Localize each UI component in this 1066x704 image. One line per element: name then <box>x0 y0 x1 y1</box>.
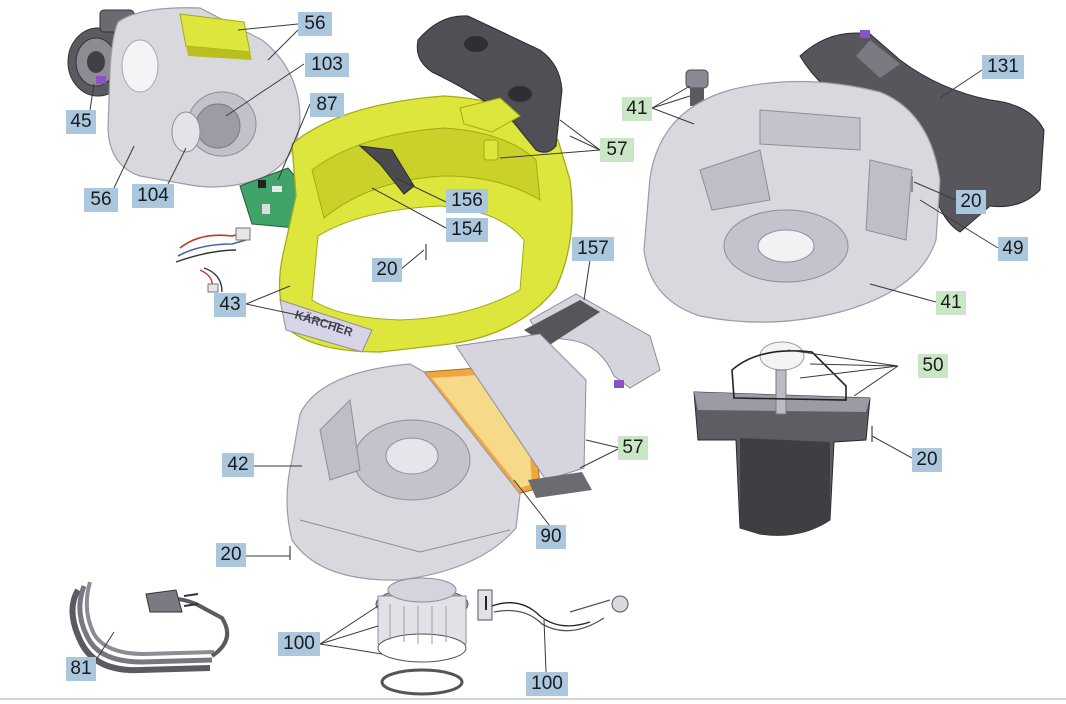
label-156[interactable]: 156 <box>446 189 488 213</box>
label-157[interactable]: 157 <box>572 237 614 261</box>
part-42-housing-drawing <box>286 363 521 581</box>
label-50[interactable]: 50 <box>918 354 948 378</box>
label-42[interactable]: 42 <box>222 453 254 477</box>
part-90-filter-drawing <box>423 333 592 498</box>
bottom-divider <box>0 698 1066 700</box>
leader-lines <box>89 23 999 673</box>
label-104[interactable]: 104 <box>132 184 174 208</box>
wire-harness-left-drawing <box>175 227 251 293</box>
label-100-motor[interactable]: 100 <box>278 632 320 656</box>
part-157-frame-drawing <box>524 293 661 389</box>
label-56-bottom[interactable]: 56 <box>84 188 118 212</box>
part-56-cover-drawing <box>107 7 301 188</box>
label-20-right-bottom[interactable]: 20 <box>912 448 942 472</box>
label-90[interactable]: 90 <box>536 525 566 549</box>
part-81-cord-drawing <box>69 581 230 674</box>
label-154[interactable]: 154 <box>446 218 488 242</box>
label-43[interactable]: 43 <box>214 293 246 317</box>
label-20-middle[interactable]: 20 <box>372 258 402 282</box>
label-57-bottom[interactable]: 57 <box>618 436 648 460</box>
label-56-top[interactable]: 56 <box>298 12 332 36</box>
label-57-top[interactable]: 57 <box>600 138 634 162</box>
part-41-base-drawing <box>643 80 941 323</box>
part-57-handle-drawing <box>416 15 563 161</box>
label-20-bottom-left[interactable]: 20 <box>216 543 246 567</box>
label-103[interactable]: 103 <box>305 53 349 77</box>
label-131[interactable]: 131 <box>982 55 1024 79</box>
label-49[interactable]: 49 <box>998 237 1028 261</box>
screw-parts-drawing <box>289 176 913 560</box>
label-87[interactable]: 87 <box>310 93 344 117</box>
label-81[interactable]: 81 <box>66 657 96 681</box>
part-100-wiring-drawing <box>477 589 629 632</box>
label-100-wiring[interactable]: 100 <box>526 672 568 696</box>
label-41-top[interactable]: 41 <box>622 97 652 121</box>
label-45[interactable]: 45 <box>66 110 96 134</box>
part-50-container-drawing <box>693 341 871 536</box>
label-41-base[interactable]: 41 <box>936 291 966 315</box>
label-20-right-top[interactable]: 20 <box>956 190 986 214</box>
part-100-motor-drawing <box>375 577 469 696</box>
